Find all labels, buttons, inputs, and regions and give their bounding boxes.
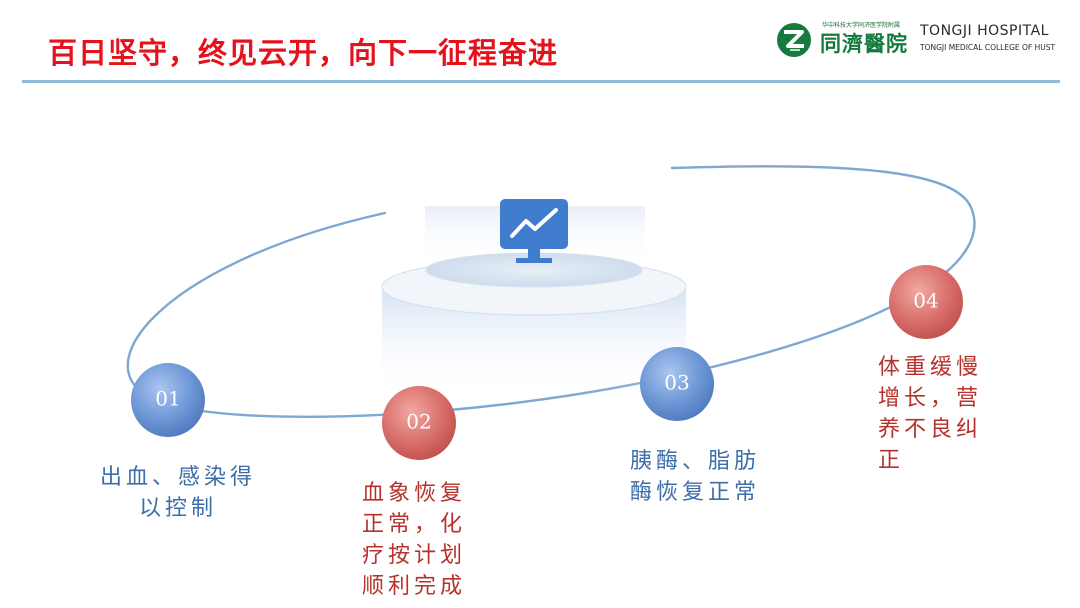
step-circle-04: 04 — [889, 265, 963, 339]
step-caption-line: 出血、感染得 — [99, 465, 256, 490]
monitor-chart-icon — [500, 199, 568, 263]
step-caption-line: 酶恢复正常 — [630, 480, 761, 505]
step-number-01: 01 — [155, 387, 180, 411]
step-caption-line: 养不良纠 — [878, 417, 983, 442]
step-number-03: 03 — [664, 371, 689, 395]
step-caption-line: 以控制 — [138, 496, 217, 521]
logo-subtitle: 华中科技大学同济医学院附属 — [822, 22, 901, 29]
step-number-02: 02 — [406, 410, 431, 434]
step-caption-line: 正常，化 — [362, 512, 467, 537]
step-caption-03: 胰酶、脂肪 酶恢复正常 — [630, 446, 800, 508]
step-caption-line: 血象恢复 — [362, 481, 467, 506]
tongji-logo-icon — [777, 23, 811, 57]
step-circle-03: 03 — [640, 347, 714, 421]
hospital-logo: 华中科技大学同济医学院附属 同濟醫院 TONGJI HOSPITAL TONGJ… — [776, 20, 1068, 60]
page-title: 百日坚守，终见云开，向下一征程奋进 — [48, 36, 559, 70]
step-caption-line: 疗按计划 — [362, 543, 467, 568]
step-circle-02: 02 — [382, 386, 456, 460]
title-divider — [22, 80, 1060, 83]
step-circle-01: 01 — [131, 363, 205, 437]
step-caption-02: 血象恢复 正常，化 疗按计划 顺利完成 — [362, 478, 492, 602]
logo-name-cn: 同濟醫院 — [820, 31, 908, 56]
step-number-04: 04 — [913, 289, 938, 313]
step-caption-line: 胰酶、脂肪 — [630, 449, 761, 474]
step-caption-01: 出血、感染得 以控制 — [88, 462, 268, 524]
step-caption-line: 体重缓慢 — [878, 355, 983, 380]
step-caption-04: 体重缓慢 增长，营 养不良纠 正 — [878, 352, 1008, 476]
step-caption-line: 顺利完成 — [362, 574, 467, 599]
logo-sub-en: TONGJI MEDICAL COLLEGE OF HUST — [920, 43, 1056, 52]
step-caption-line: 正 — [878, 448, 905, 473]
step-caption-line: 增长，营 — [878, 386, 983, 411]
logo-name-en: TONGJI HOSPITAL — [920, 23, 1049, 39]
